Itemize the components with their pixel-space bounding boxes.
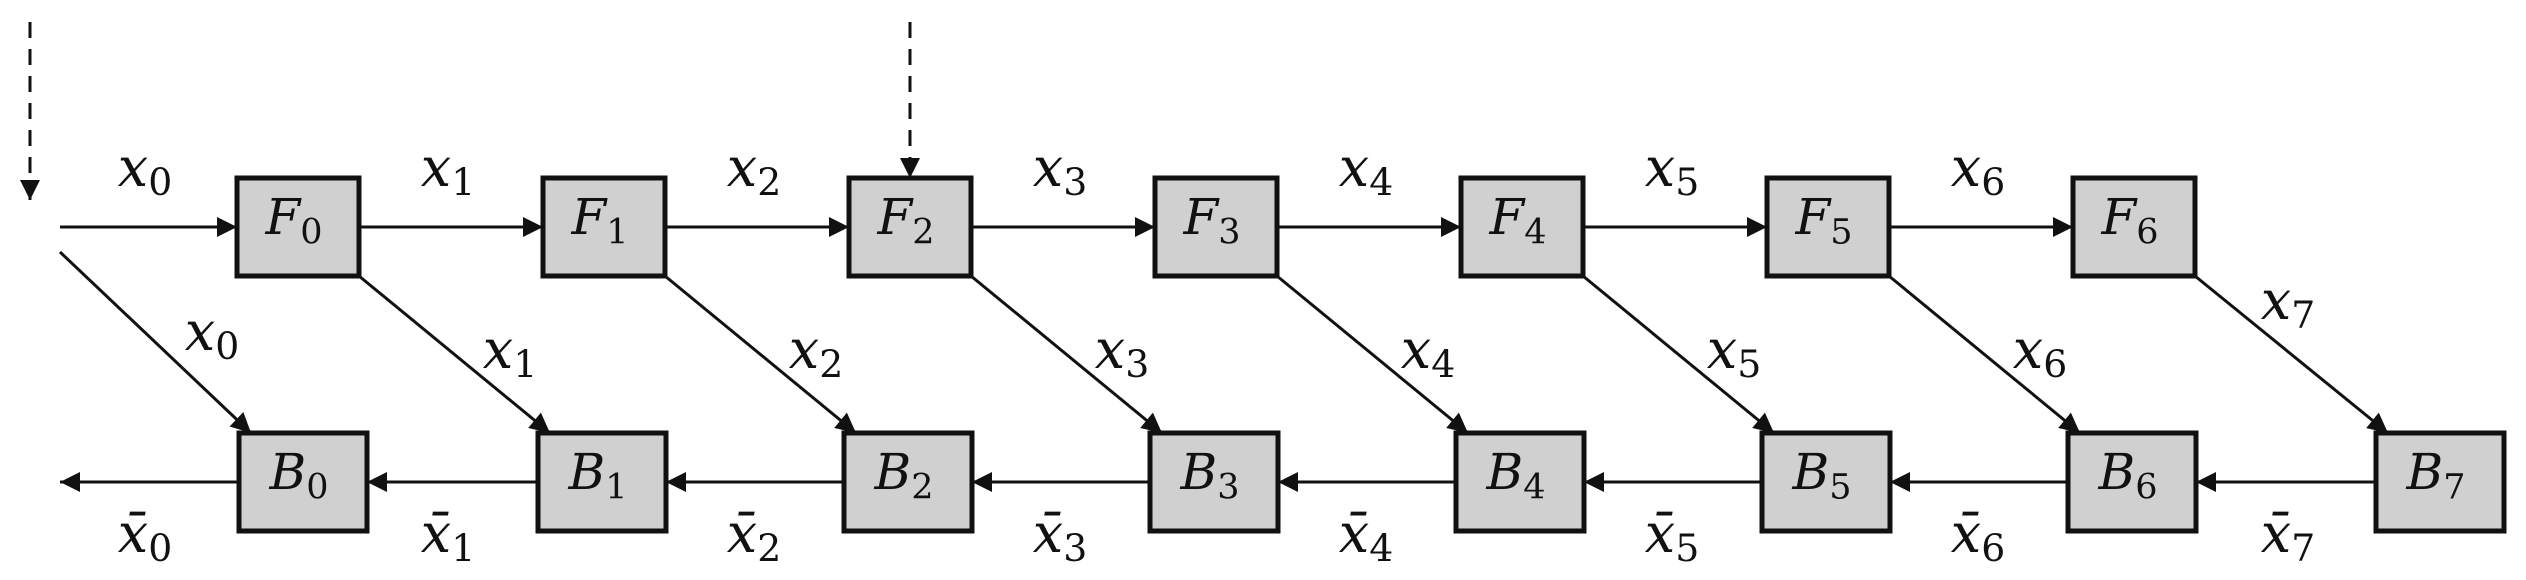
edges-layer [20,22,2389,492]
backward-node-label: B6 [2097,443,2157,507]
forward-node-F4: F4 [1458,175,1586,279]
labels-layer: x0 x1 x2 x3 x4 x5 x6 x0 x1 x2 x3 x4 x5 x6 x7 x̄0 x̄1 x̄2 x… [118,136,2316,570]
backward-node-label: B0 [268,443,328,507]
backward-node-label: B3 [1179,443,1239,507]
diagonal-edge-4 [1276,274,1469,435]
forward-edge-label-x6: x6 [1951,136,2006,204]
backward-node-box [841,430,975,534]
backward-node-B2: B2 [841,430,975,534]
backward-node-box [2065,430,2199,534]
forward-node-label: F2 [877,188,935,252]
backward-node-box [236,430,370,534]
backward-edge-label-xbar7: x̄7 [2261,502,2316,570]
forward-edge-label-x5: x5 [1645,136,1700,204]
diagonal-edge-label-x2: x2 [789,318,844,386]
backward-node-box [1453,430,1587,534]
backward-node-B5: B5 [1759,430,1893,534]
diagonal-edge-label-x7: x7 [2261,269,2316,337]
backward-node-box [1147,430,1281,534]
forward-node-F5: F5 [1764,175,1892,279]
forward-node-box [1764,175,1892,279]
forward-node-label: F0 [265,188,323,252]
forward-node-box [1152,175,1280,279]
forward-node-F1: F1 [540,175,668,279]
forward-node-box [846,175,974,279]
forward-node-F6: F6 [2070,175,2198,279]
forward-edge-label-x0: x0 [118,136,173,204]
diagonal-edge-6 [1888,274,2081,435]
backward-node-label: B5 [1791,443,1851,507]
forward-node-box [1458,175,1586,279]
backward-node-B1: B1 [535,430,669,534]
backward-node-box [535,430,669,534]
diagonal-edge-label-x4: x4 [1401,318,1456,386]
diagonal-edge-label-x3: x3 [1095,318,1150,386]
forward-node-box [234,175,362,279]
diagonal-edge-label-x1: x1 [483,318,538,386]
diagonal-edge-0 [58,250,253,435]
backward-node-label: B1 [567,443,627,507]
forward-node-F0: F0 [234,175,362,279]
backward-edge-label-xbar3: x̄3 [1033,502,1088,570]
backward-node-B7: B7 [2373,430,2507,534]
forward-edge-label-x1: x1 [421,136,476,204]
backward-node-box [2373,430,2507,534]
forward-node-label: F4 [1489,188,1547,252]
backward-edge-label-xbar4: x̄4 [1339,502,1394,570]
backward-node-B4: B4 [1453,430,1587,534]
diagonal-edge-label-x6: x6 [2013,318,2068,386]
backward-node-label: B4 [1485,443,1545,507]
diagonal-edge-5 [1582,274,1775,435]
backward-edge-label-xbar5: x̄5 [1645,502,1700,570]
forward-edge-label-x4: x4 [1339,136,1394,204]
forward-node-label: F1 [571,188,629,252]
backward-node-label: B7 [2405,443,2465,507]
diagonal-edge-3 [970,274,1163,435]
forward-node-label: F6 [2101,188,2159,252]
forward-node-label: F3 [1183,188,1241,252]
forward-edge-label-x3: x3 [1033,136,1088,204]
diagonal-edge-label-x0: x0 [185,300,240,368]
forward-node-box [540,175,668,279]
backward-edge-label-xbar0: x̄0 [118,502,173,570]
diagonal-edge-7 [2194,274,2389,435]
backward-edge-label-xbar6: x̄6 [1951,502,2006,570]
diagonal-edge-2 [664,274,857,435]
forward-edge-label-x2: x2 [727,136,782,204]
backward-edge-label-xbar1: x̄1 [421,502,476,570]
backward-node-box [1759,430,1893,534]
backward-edge-label-xbar2: x̄2 [727,502,782,570]
diagonal-edge-1 [358,274,551,435]
backward-node-label: B2 [873,443,933,507]
forward-node-F2: F2 [846,175,974,279]
forward-node-F3: F3 [1152,175,1280,279]
backward-node-B6: B6 [2065,430,2199,534]
backward-node-B3: B3 [1147,430,1281,534]
forward-node-label: F5 [1795,188,1853,252]
backward-node-B0: B0 [236,430,370,534]
diagonal-edge-label-x5: x5 [1707,318,1762,386]
forward-node-box [2070,175,2198,279]
